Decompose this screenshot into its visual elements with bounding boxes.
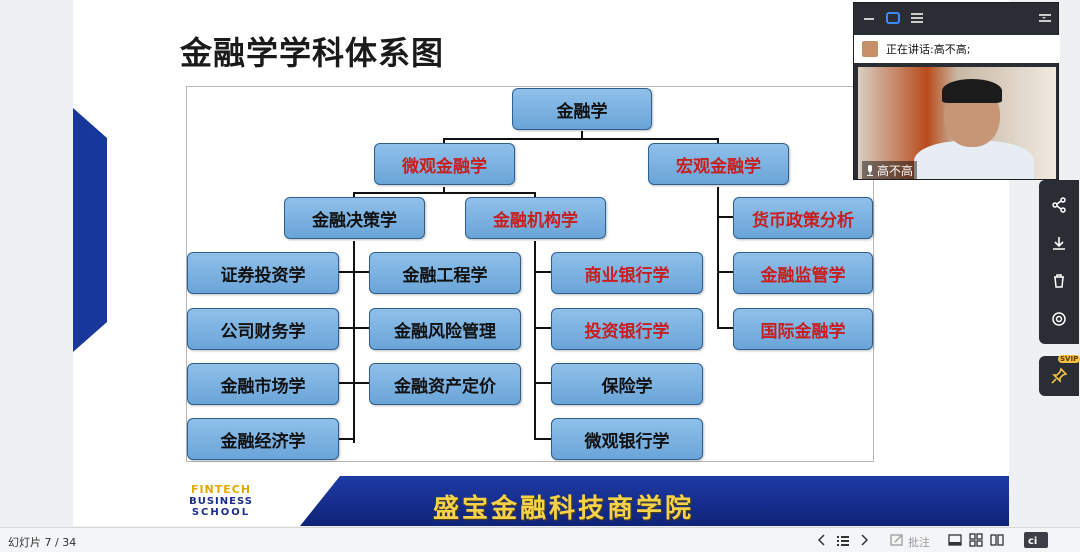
next-slide-icon[interactable] [857, 533, 871, 547]
download-button[interactable] [1048, 232, 1070, 254]
status-bar: 幻灯片 7 / 34 批注 ci [0, 527, 1080, 552]
node-financial-institutions: 金融机构学 [465, 197, 606, 239]
share-icon [1052, 197, 1066, 213]
participant-name-tag: 高不高 [862, 161, 918, 179]
app-logo-icon: ci [1024, 532, 1048, 548]
speaker-avatar [862, 41, 878, 57]
gallery-view-icon[interactable] [886, 12, 900, 24]
svg-text:ci: ci [1028, 536, 1037, 547]
previous-slide-icon[interactable] [815, 533, 829, 547]
active-speaker-row: 正在讲话:高不高; [854, 35, 1060, 63]
speaking-indicator: 正在讲话:高不高; [886, 43, 971, 56]
node-financial-markets: 金融市场学 [187, 363, 339, 405]
target-button[interactable] [1048, 308, 1070, 330]
logo-line-2: BUSINESS [189, 496, 253, 507]
discipline-diagram: 金融学 微观金融学 宏观金融学 金融决策学 金融机构学 证券投资学 公司财务学 … [186, 86, 874, 462]
minimize-icon[interactable] [862, 12, 876, 24]
node-financial-engineering: 金融工程学 [369, 252, 521, 294]
logo-line-3: SCHOOL [191, 507, 251, 518]
slide-counter: 幻灯片 7 / 34 [8, 536, 77, 549]
footer-banner [300, 476, 1009, 526]
side-toolbar [1039, 180, 1079, 344]
node-macro-finance: 宏观金融学 [648, 143, 789, 185]
node-financial-decision: 金融决策学 [284, 197, 425, 239]
participant-name: 高不高 [877, 164, 914, 178]
school-logo: FINTECH BUSINESS SCHOOL [181, 483, 261, 519]
slide-list-icon[interactable] [836, 533, 850, 547]
delete-icon [1054, 274, 1064, 288]
banner-title: 盛宝金融科技商学院 [433, 494, 695, 524]
slide-left-accent [73, 108, 107, 352]
person-hair [942, 79, 1002, 103]
annotate-label[interactable]: 批注 [908, 536, 930, 549]
slide-title: 金融学学科体系图 [180, 34, 445, 72]
logo-line-1: FINTECH [190, 483, 252, 496]
node-financial-risk-management: 金融风险管理 [369, 308, 521, 350]
node-international-finance: 国际金融学 [733, 308, 873, 350]
target-icon [1052, 312, 1066, 326]
delete-button[interactable] [1048, 270, 1070, 292]
node-financial-regulation: 金融监管学 [733, 252, 873, 294]
node-commercial-banking: 商业银行学 [551, 252, 703, 294]
node-asset-pricing: 金融资产定价 [369, 363, 521, 405]
reading-view-icon[interactable] [990, 533, 1004, 547]
node-corporate-finance: 公司财务学 [187, 308, 339, 350]
participant-video[interactable]: 高不高 [858, 67, 1056, 179]
list-view-icon[interactable] [910, 12, 924, 24]
node-root: 金融学 [512, 88, 652, 130]
grid-view-icon[interactable] [969, 533, 983, 547]
meeting-panel: 正在讲话:高不高; 高不高 [853, 2, 1060, 180]
node-micro-finance: 微观金融学 [374, 143, 515, 185]
download-icon [1053, 237, 1065, 250]
normal-view-icon[interactable] [948, 533, 962, 547]
node-insurance: 保险学 [551, 363, 703, 405]
annotate-icon[interactable] [890, 533, 904, 547]
collapse-panel-icon[interactable] [1038, 12, 1052, 24]
node-monetary-policy: 货币政策分析 [733, 197, 873, 239]
meeting-toolbar [854, 3, 1060, 33]
svip-badge: SVIP [1058, 355, 1080, 363]
person-body [914, 141, 1034, 179]
node-securities-investment: 证券投资学 [187, 252, 339, 294]
microphone-icon [867, 165, 873, 176]
node-micro-banking: 微观银行学 [551, 418, 703, 460]
node-financial-economics: 金融经济学 [187, 418, 339, 460]
share-button[interactable] [1048, 194, 1070, 216]
pin-icon [1051, 367, 1068, 384]
node-investment-banking: 投资银行学 [551, 308, 703, 350]
